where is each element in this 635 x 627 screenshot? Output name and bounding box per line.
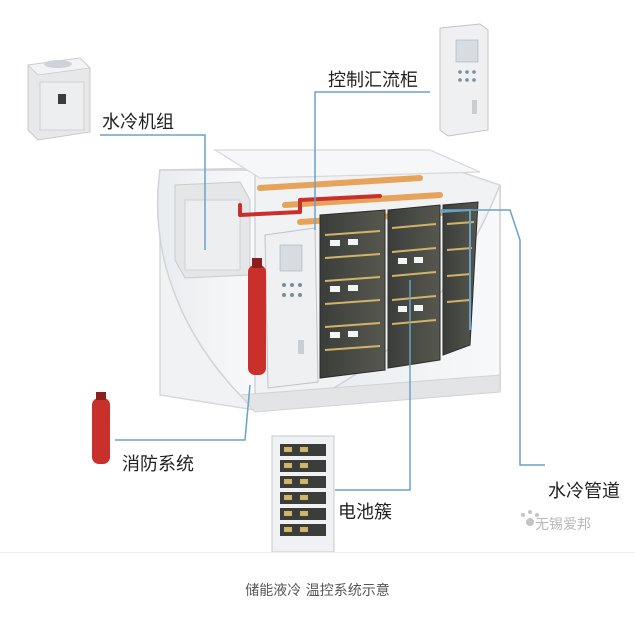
container-illustration bbox=[27, 23, 545, 553]
leader-fire-system bbox=[115, 384, 251, 441]
internal-chiller bbox=[174, 181, 251, 279]
label-fire-system: 消防系统 bbox=[122, 454, 194, 475]
leader-water-pipe bbox=[440, 209, 545, 466]
fire-extinguisher-unit bbox=[92, 392, 110, 464]
label-control-cabinet: 控制汇流柜 bbox=[328, 70, 418, 91]
internal-fire-extinguisher bbox=[248, 258, 266, 375]
label-battery-cluster: 电池簇 bbox=[338, 502, 392, 523]
battery-cluster-unit bbox=[271, 435, 335, 553]
leader-battery-cluster bbox=[335, 280, 411, 491]
watermark-paw-icon bbox=[521, 510, 539, 526]
watermark-text: 无锡爱邦 bbox=[535, 517, 591, 533]
figure-caption: 储能液冷 温控系统示意 bbox=[245, 583, 390, 599]
label-water-chiller: 水冷机组 bbox=[102, 112, 174, 133]
leader-control-cabinet bbox=[314, 91, 430, 230]
water-chiller-unit bbox=[27, 57, 91, 141]
divider bbox=[0, 552, 635, 553]
control-cabinet-unit bbox=[439, 23, 489, 137]
leader-lines bbox=[100, 91, 545, 491]
leader-water-chiller bbox=[100, 134, 206, 250]
internal-control-cabinet bbox=[264, 227, 319, 389]
label-water-pipe: 水冷管道 bbox=[548, 481, 620, 502]
